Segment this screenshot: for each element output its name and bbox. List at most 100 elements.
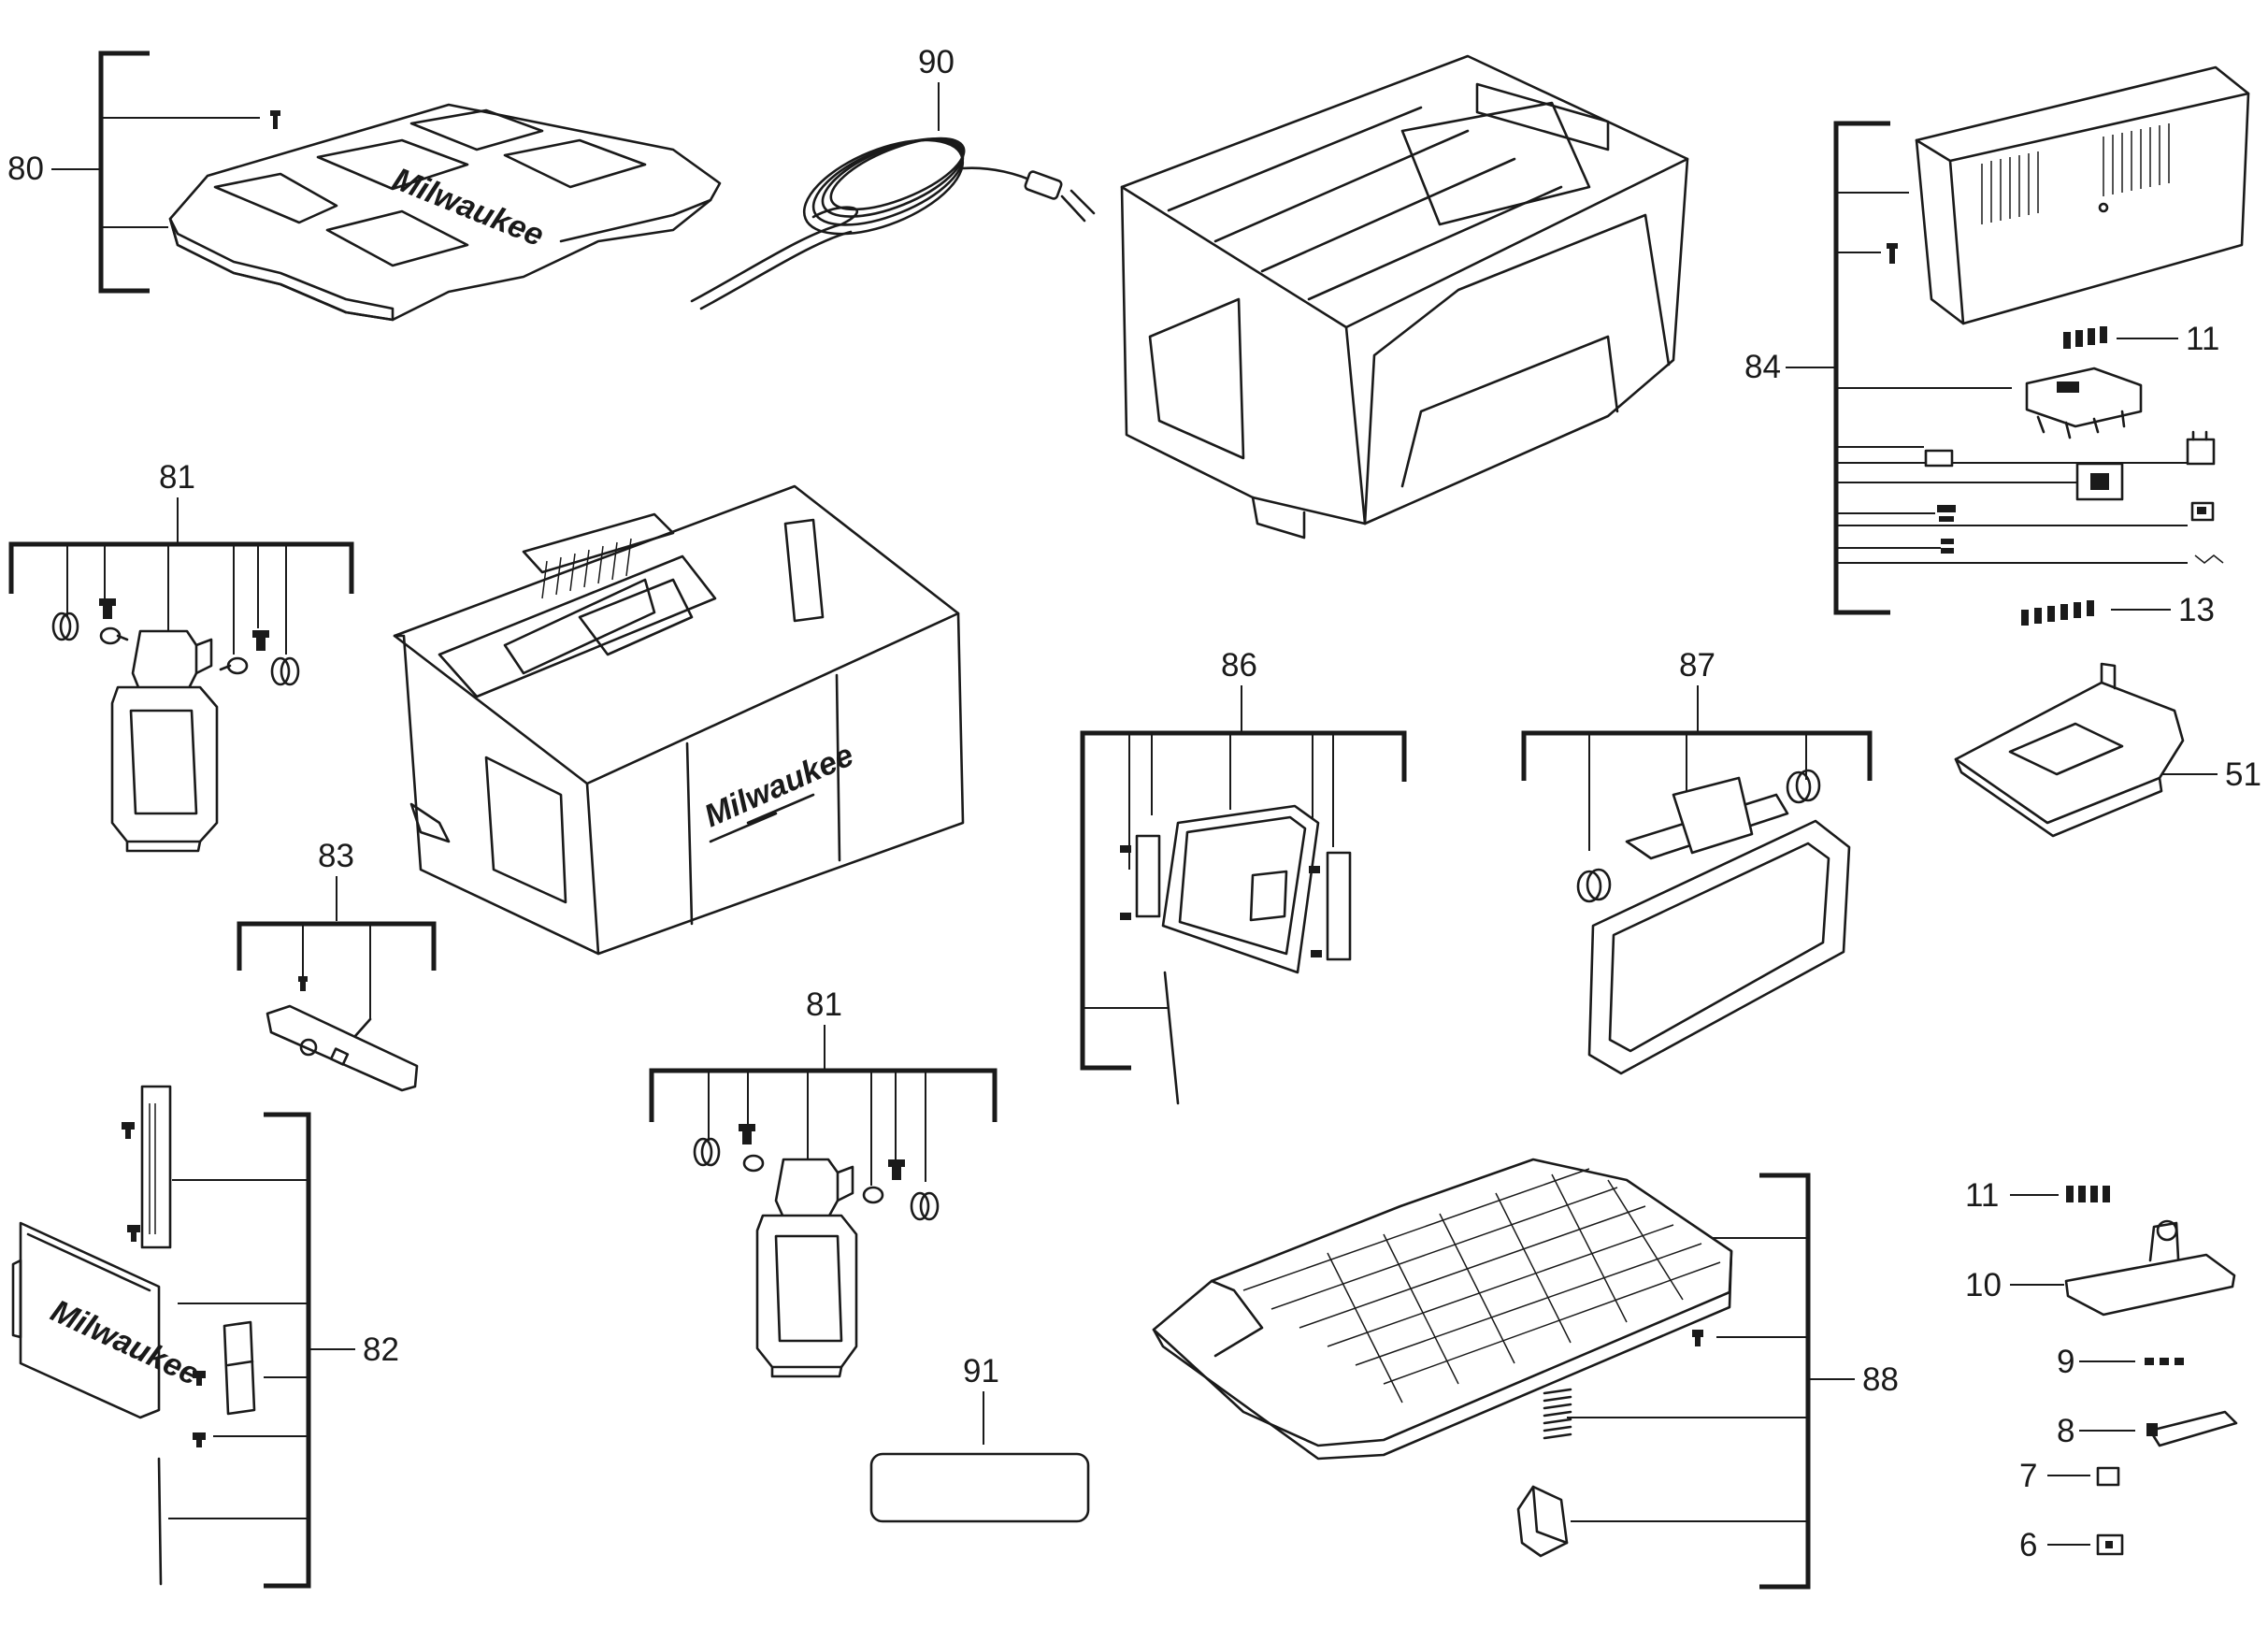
clip-81-center-b	[862, 1186, 884, 1204]
latch-block-88	[1516, 1485, 1569, 1558]
label-10: 10	[1965, 1267, 2002, 1303]
label-81-left: 81	[159, 459, 195, 496]
base-plate-part	[1954, 662, 2185, 838]
hinge-rail-86-left	[1120, 834, 1161, 920]
label-7: 7	[2019, 1458, 2037, 1494]
o-ring-81-center-a	[693, 1137, 721, 1167]
pin-82	[157, 1457, 163, 1586]
hinge-rail-86-right	[1309, 851, 1352, 961]
part-90-group: 90	[690, 44, 1096, 310]
screws-82-c	[193, 1371, 206, 1447]
screw-81-left-a	[99, 598, 116, 619]
screw-88	[1692, 1330, 1703, 1346]
hinge-latch-81-center	[755, 1158, 858, 1378]
label-91: 91	[963, 1353, 999, 1389]
label-81-center: 81	[806, 986, 842, 1023]
rocker-switch-part	[2075, 462, 2124, 501]
label-87: 87	[1679, 647, 1715, 684]
screws-11-upper	[2063, 326, 2107, 349]
part-82-group: 82 Milwaukee	[11, 1085, 399, 1589]
terminal-block-part	[2186, 430, 2216, 466]
part-7	[2096, 1466, 2120, 1487]
bracket-87	[1521, 730, 1873, 781]
door-panel-part	[1161, 804, 1320, 974]
part-91-group: 91	[869, 1353, 1090, 1523]
vent-lid-part	[1915, 65, 2250, 325]
part-88-group: 88	[1152, 1158, 1899, 1590]
cable-clip-part	[1937, 505, 1956, 522]
spring-clip-part	[2194, 554, 2224, 564]
hinge-clip-82	[222, 1320, 256, 1416]
o-ring-87-left	[1576, 868, 1612, 903]
label-13: 13	[2178, 592, 2215, 628]
circuit-board-10	[2064, 1219, 2236, 1317]
clip-81-center-a	[742, 1154, 765, 1173]
screw-81-center-a	[739, 1124, 755, 1144]
label-11-upper: 11	[2186, 321, 2219, 357]
o-ring-87-right	[1786, 769, 1821, 804]
power-cord-part	[690, 137, 1096, 310]
label-plate-part	[869, 1452, 1090, 1523]
small-screws-84	[1941, 539, 1954, 554]
connector-part	[1924, 449, 1954, 468]
o-ring-81-center-b	[910, 1191, 940, 1221]
rail-82-upper	[140, 1085, 172, 1249]
screws-11-lower	[2066, 1186, 2110, 1202]
organizer-tray-part	[1152, 1158, 1733, 1461]
part-80-group: 80 Milwaukee	[7, 50, 722, 322]
screw-81-center-b	[888, 1159, 905, 1180]
label-8: 8	[2057, 1413, 2074, 1449]
screw-80	[270, 110, 280, 129]
screw-84	[1887, 243, 1898, 264]
screws-9	[2145, 1358, 2184, 1365]
bracket-81-left	[8, 541, 354, 594]
screw-81-left-b	[252, 630, 269, 651]
tray-lid-part: Milwaukee	[168, 103, 722, 322]
part-87-group: 87	[1521, 647, 1873, 1075]
switch-module-part	[2025, 367, 2143, 439]
part-84-group: 84 11	[1744, 65, 2250, 628]
latch-panel-part	[1587, 776, 1851, 1075]
part-83-group: 83	[237, 838, 437, 1092]
hinge-latch-81-left	[110, 629, 219, 853]
screw-82-b	[127, 1225, 140, 1242]
strap-bracket-part	[266, 1004, 419, 1092]
part-81-center-group: 81	[649, 986, 998, 1378]
bracket-82	[264, 1112, 311, 1589]
o-ring-81-left-a	[51, 612, 79, 641]
part-51-group: 51	[1954, 662, 2261, 838]
bracket-81-center	[649, 1068, 998, 1122]
label-84: 84	[1744, 349, 1781, 385]
clip-81-left-a	[99, 626, 129, 645]
part-6	[2096, 1533, 2124, 1556]
small-parts-group: 11 10 9 8 7 6	[1965, 1177, 2238, 1563]
part-81-left-group: 81	[8, 459, 354, 853]
bracket-80	[98, 50, 150, 294]
o-ring-81-left-b	[270, 656, 300, 686]
label-88: 88	[1862, 1361, 1899, 1398]
bracket-84	[1833, 121, 1890, 615]
pcb-8	[2146, 1410, 2238, 1447]
bracket-86	[1080, 730, 1407, 1071]
label-86: 86	[1221, 647, 1257, 684]
label-51: 51	[2225, 756, 2261, 793]
label-90: 90	[918, 44, 955, 80]
bracket-88	[1759, 1173, 1811, 1590]
label-11-lower: 11	[1965, 1177, 1999, 1214]
screw-82-a	[122, 1122, 135, 1139]
bracket-83	[237, 921, 437, 971]
side-panel-part: Milwaukee	[11, 1221, 205, 1419]
pin-86	[1163, 971, 1180, 1105]
label-82: 82	[363, 1332, 399, 1368]
screws-13	[2021, 600, 2094, 626]
upper-housing-part	[1120, 54, 1689, 540]
label-80: 80	[7, 151, 44, 187]
label-6: 6	[2019, 1527, 2037, 1563]
screw-83	[298, 976, 308, 991]
label-83: 83	[318, 838, 354, 874]
main-case-part: Milwaukee	[393, 484, 965, 956]
spring-88	[1543, 1388, 1572, 1440]
label-9: 9	[2057, 1344, 2074, 1380]
part-86-group: 86	[1080, 647, 1407, 1105]
